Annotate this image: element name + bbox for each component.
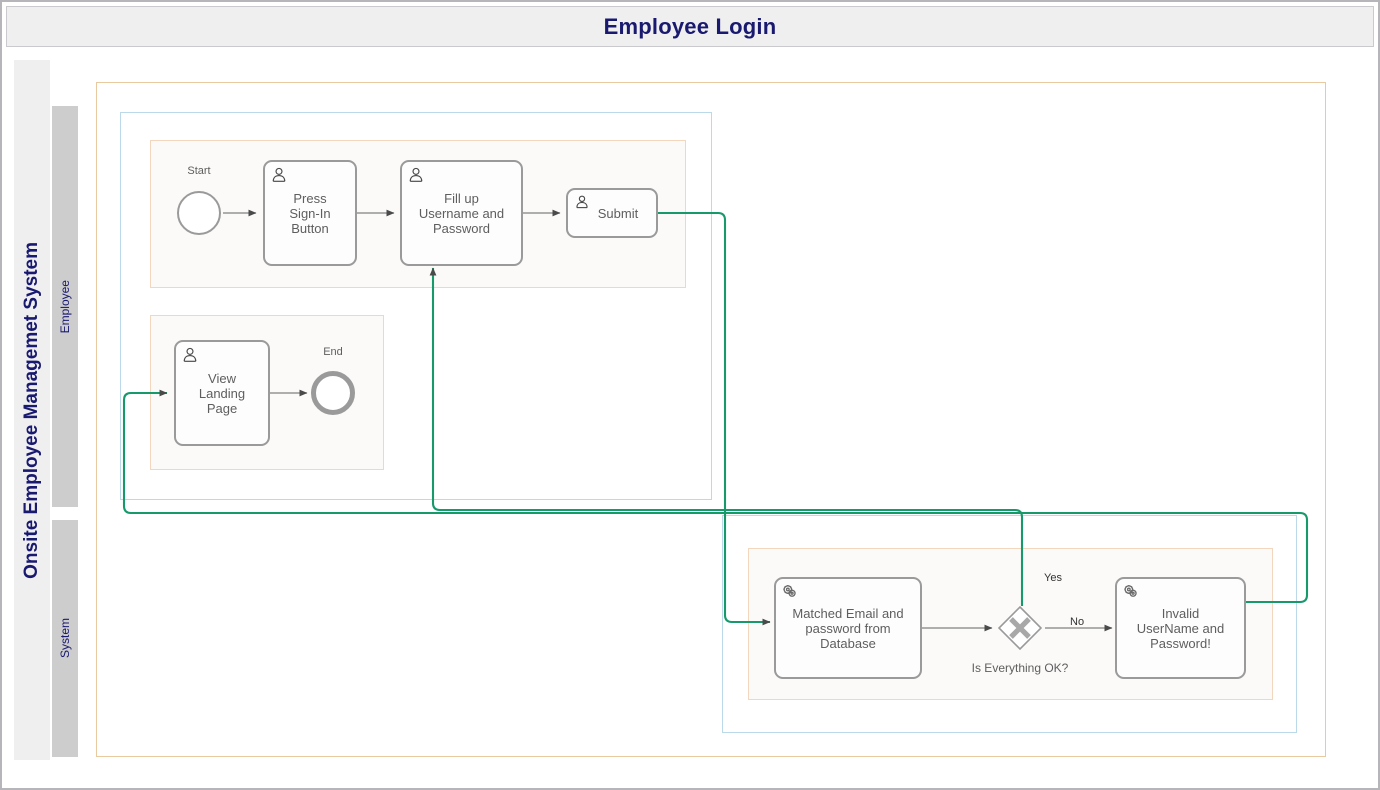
service-task-icon <box>1122 583 1140 601</box>
task-view-landing[interactable]: View Landing Page <box>174 340 270 446</box>
task-label: View Landing Page <box>198 370 246 416</box>
pool-header <box>14 60 50 760</box>
user-task-icon <box>407 166 425 184</box>
gateway-is-everything-ok[interactable] <box>997 605 1043 651</box>
lane-header-employee: Employee <box>52 106 78 507</box>
task-label: Matched Email and password from Database <box>792 605 904 651</box>
pool-label-text: Onsite Employee Managemet System <box>21 241 42 579</box>
task-press-signin[interactable]: Press Sign-In Button <box>263 160 357 266</box>
pool: Onsite Employee Managemet System Employe… <box>10 60 1372 780</box>
lane-header-system: System <box>52 520 78 757</box>
flow-label-no: No <box>1070 616 1085 628</box>
lane-label-system: System <box>58 618 72 659</box>
gateway-label: Is Everything OK? <box>971 661 1069 675</box>
end-event[interactable] <box>311 371 355 415</box>
task-match-database[interactable]: Matched Email and password from Database <box>774 577 922 679</box>
user-task-icon <box>270 166 288 184</box>
end-event-label: End <box>323 346 343 358</box>
window-title-bar: Employee Login <box>6 6 1374 47</box>
flow-label-yes: Yes <box>1044 572 1062 584</box>
user-task-icon <box>573 194 591 212</box>
service-task-icon <box>781 583 799 601</box>
task-fill-credentials[interactable]: Fill up Username and Password <box>400 160 523 266</box>
task-invalid-credentials[interactable]: Invalid UserName and Password! <box>1115 577 1246 679</box>
pool-label: Onsite Employee Managemet System <box>14 60 50 760</box>
task-label: Invalid UserName and Password! <box>1136 605 1225 651</box>
user-task-icon <box>181 346 199 364</box>
task-label: Fill up Username and Password <box>418 190 505 236</box>
lane-label-employee: Employee <box>58 279 72 334</box>
start-event[interactable] <box>177 191 221 235</box>
task-label: Press Sign-In Button <box>289 190 331 236</box>
start-event-label: Start <box>187 165 211 177</box>
task-label: Submit <box>597 205 639 221</box>
page-title: Employee Login <box>603 13 777 39</box>
task-submit[interactable]: Submit <box>566 188 658 238</box>
